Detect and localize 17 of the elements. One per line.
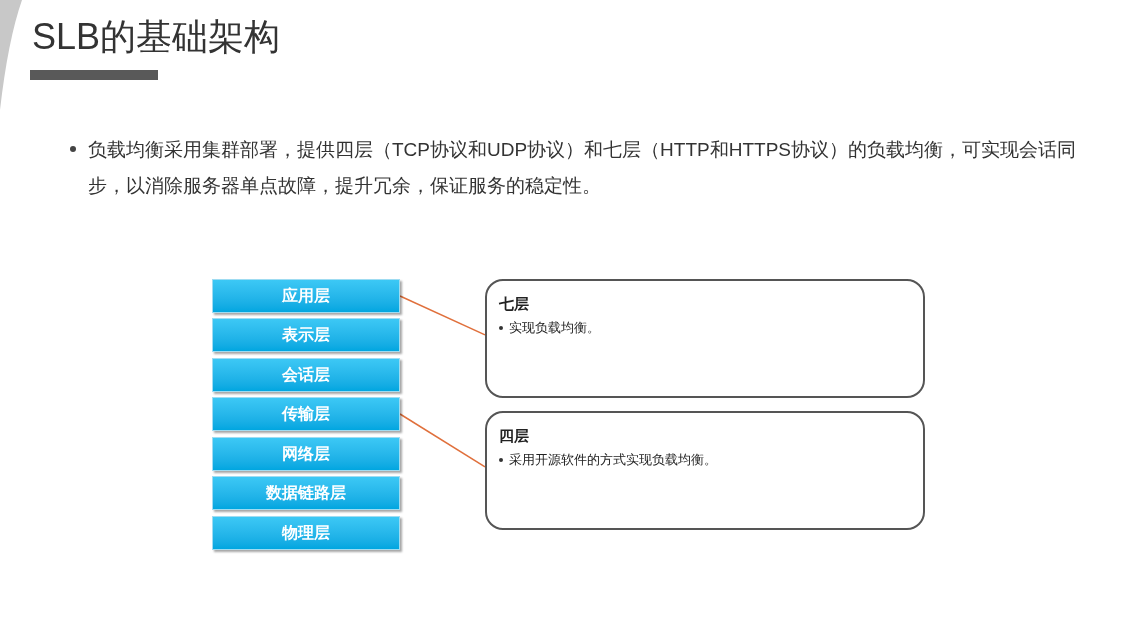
layer-box: 表示层 [212,318,400,352]
card-heading: 四层 [499,426,530,446]
connector-line [399,295,486,336]
layer-box: 物理层 [212,516,400,550]
connector-line [399,413,486,468]
description-card [485,411,925,530]
layer-box: 会话层 [212,358,400,392]
layer-box: 传输层 [212,397,400,431]
card-text: 实现负载均衡。 [509,318,601,337]
description-card [485,279,925,398]
card-text: 采用开源软件的方式实现负载均衡。 [509,450,718,469]
layer-box: 网络层 [212,437,400,471]
card-heading: 七层 [499,294,530,314]
slide-title: SLB的基础架构 [32,15,281,59]
layer-box: 数据链路层 [212,476,400,510]
layer-box: 应用层 [212,279,400,313]
bullet-paragraph: 负载均衡采用集群部署，提供四层（TCP协议和UDP协议）和七层（HTTP和HTTPS协议）的负载均衡，可实现会话同步，以消除服务器单点故障，提升冗余，保证服务的稳定性。 [88,138,1077,198]
